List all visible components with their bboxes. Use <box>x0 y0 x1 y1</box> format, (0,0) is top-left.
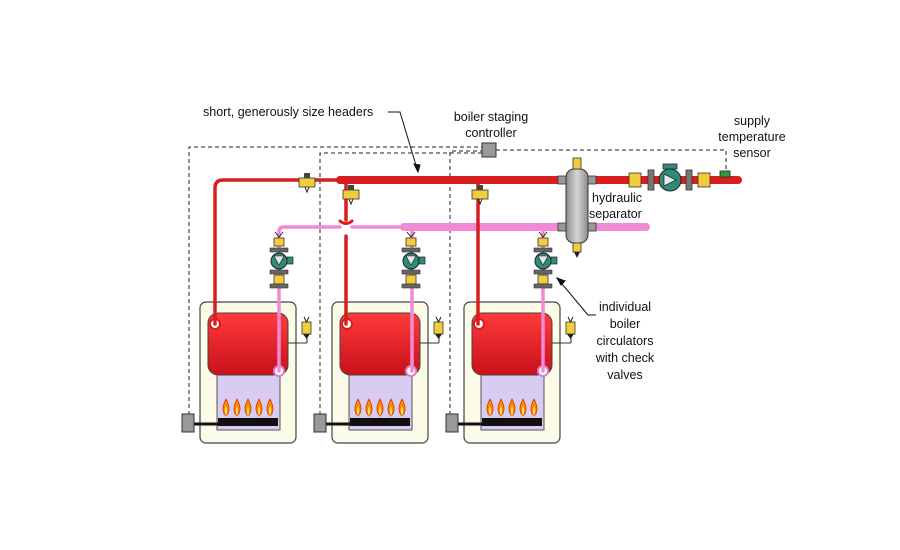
burner-flames <box>354 398 406 417</box>
staging-controller-box <box>481 142 497 158</box>
sensor-label-line1: supply <box>734 114 771 128</box>
controller-label-line1: boiler staging <box>454 110 528 124</box>
gas-valve-box <box>181 413 195 433</box>
leader-lines <box>388 111 596 316</box>
burner <box>482 418 542 426</box>
gas-valve-box <box>313 413 327 433</box>
burner-flames <box>222 398 274 417</box>
relief-valve-icon <box>565 316 576 339</box>
circulators-label-line2: boiler <box>610 317 641 331</box>
purge-valve-icon <box>342 185 360 206</box>
gas-valve-box <box>445 413 459 433</box>
circulators-label-line5: valves <box>607 368 642 382</box>
heat-exchanger <box>471 312 553 376</box>
labels: short, generously size headers boiler st… <box>203 105 786 382</box>
separator-label-line2: separator <box>589 207 642 221</box>
boilers <box>181 301 576 444</box>
boiler-1 <box>181 301 312 444</box>
burner-flames <box>486 398 538 417</box>
boiler-circulator-icon <box>533 231 558 289</box>
purge-valve-icon <box>298 173 316 194</box>
system-circulator <box>628 163 731 192</box>
heat-exchanger <box>207 312 289 376</box>
headers-label: short, generously size headers <box>203 105 373 119</box>
boiler-3 <box>445 301 576 444</box>
heat-exchanger <box>339 312 421 376</box>
boiler-2 <box>313 301 444 444</box>
sensor-label-line2: temperature <box>718 130 785 144</box>
valves-and-circulators <box>269 173 558 289</box>
circulators-label-line1: individual <box>599 300 651 314</box>
hydraulic-separator <box>557 157 597 258</box>
boiler-circulator-icon <box>401 231 426 289</box>
burner <box>218 418 278 426</box>
boiler-circulator-icon <box>269 231 294 289</box>
purge-valve-icon <box>471 185 489 206</box>
separator-label-line1: hydraulic <box>592 191 642 205</box>
relief-valve-icon <box>301 316 312 339</box>
control-wiring <box>188 146 727 415</box>
burner <box>350 418 410 426</box>
sensor-label-line3: sensor <box>733 146 771 160</box>
circulators-label-line4: with check <box>595 351 655 365</box>
relief-valve-icon <box>433 316 444 339</box>
circulators-label-line3: circulators <box>597 334 654 348</box>
controller-label-line2: controller <box>465 126 516 140</box>
